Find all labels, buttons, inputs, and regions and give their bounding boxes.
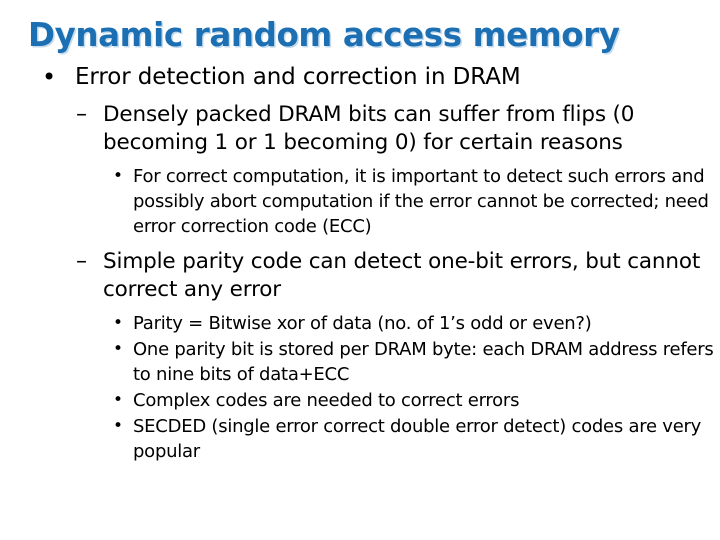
bullet-text: Parity = Bitwise xor of data (no. of 1’s… [133,313,592,334]
bullet-text: Complex codes are needed to correct erro… [133,390,520,411]
bullet-level3-complex-codes: • Complex codes are needed to correct er… [0,388,720,413]
bullet-text: Error detection and correction in DRAM [75,64,521,90]
slide-body-content: • Error detection and correction in DRAM… [0,62,720,465]
bullet-dot-icon: • [113,166,124,186]
bullet-level3-parity-bitwise-xor: • Parity = Bitwise xor of data (no. of 1… [0,311,720,336]
bullet-dot-icon: • [113,390,124,410]
bullet-text: For correct computation, it is important… [133,166,709,237]
bullet-level1-error-detection: • Error detection and correction in DRAM [0,62,720,92]
bullet-dash-icon: – [76,249,87,274]
bullet-text: One parity bit is stored per DRAM byte: … [133,339,714,385]
bullet-text: Densely packed DRAM bits can suffer from… [103,102,635,155]
bullet-level2-simple-parity: – Simple parity code can detect one-bit … [0,248,720,304]
bullet-level3-secded: • SECDED (single error correct double er… [0,414,720,464]
bullet-level3-one-parity-bit: • One parity bit is stored per DRAM byte… [0,337,720,387]
bullet-text: SECDED (single error correct double erro… [133,416,702,462]
bullet-dot-icon: • [113,313,124,333]
bullet-text: Simple parity code can detect one-bit er… [103,249,701,302]
slide-title: Dynamic random access memory [28,15,620,54]
bullet-level2-densely-packed: – Densely packed DRAM bits can suffer fr… [0,101,720,157]
bullet-level3-correct-computation: • For correct computation, it is importa… [0,164,720,239]
bullet-dot-icon: • [113,339,124,359]
bullet-dot-icon: • [113,416,124,436]
bullet-dot-icon: • [42,63,57,91]
bullet-dash-icon: – [76,102,87,127]
